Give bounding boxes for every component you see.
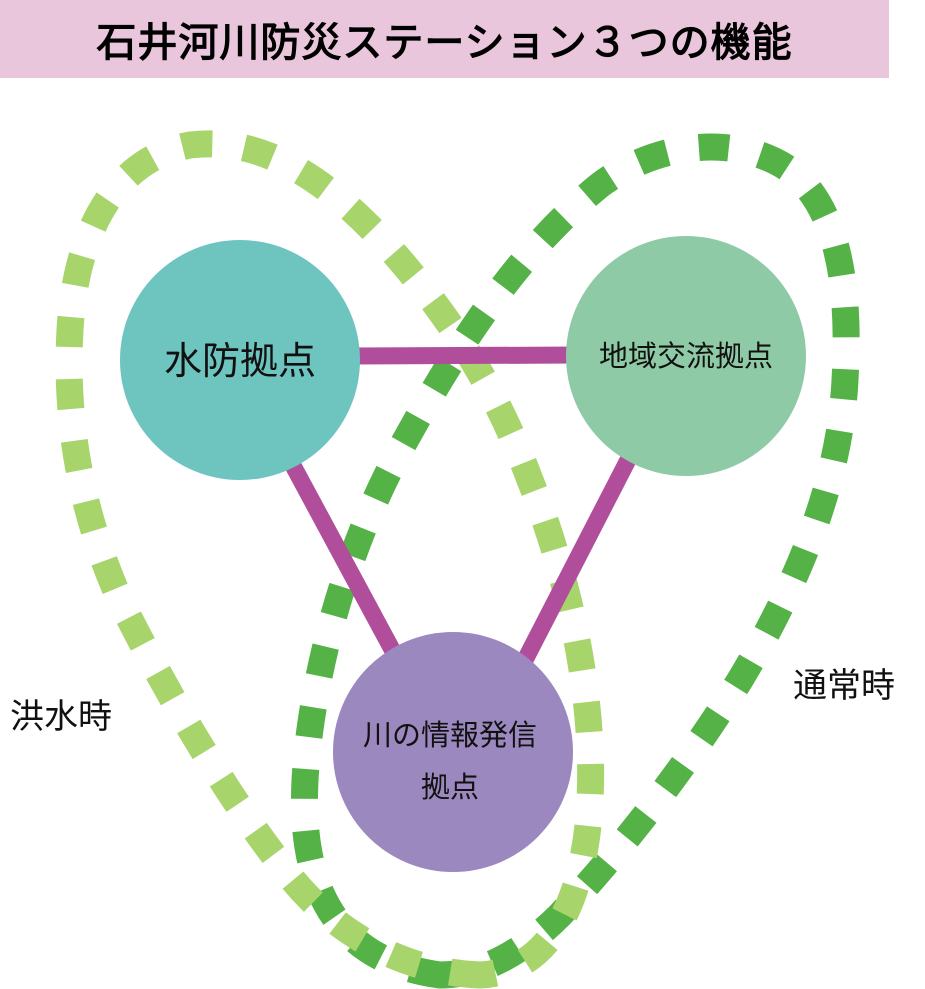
chiiki-label: 地域交流拠点 [599, 339, 773, 373]
kawa-label-line1: 川の情報発信 [363, 718, 537, 752]
flood-time-loop [55, 130, 605, 989]
normal-time-loop [290, 133, 860, 989]
connector-chiiki-kawa [517, 456, 636, 664]
page-title: 石井河川防災ステーション３つの機能 [96, 20, 793, 66]
kawa-label-line2: 拠点 [421, 770, 479, 804]
connector-suibou-chiiki [349, 346, 581, 365]
title-bar: 石井河川防災ステーション３つの機能 [0, 0, 889, 78]
chiiki-node [566, 236, 806, 476]
connector-suibou-kawa [282, 455, 403, 660]
suibou-node [120, 240, 360, 480]
normal-time-label: 通常時 [793, 666, 895, 706]
flood-time-label: 洪水時 [10, 697, 112, 737]
suibou-label: 水防拠点 [164, 339, 316, 383]
kawa-node [333, 632, 573, 872]
